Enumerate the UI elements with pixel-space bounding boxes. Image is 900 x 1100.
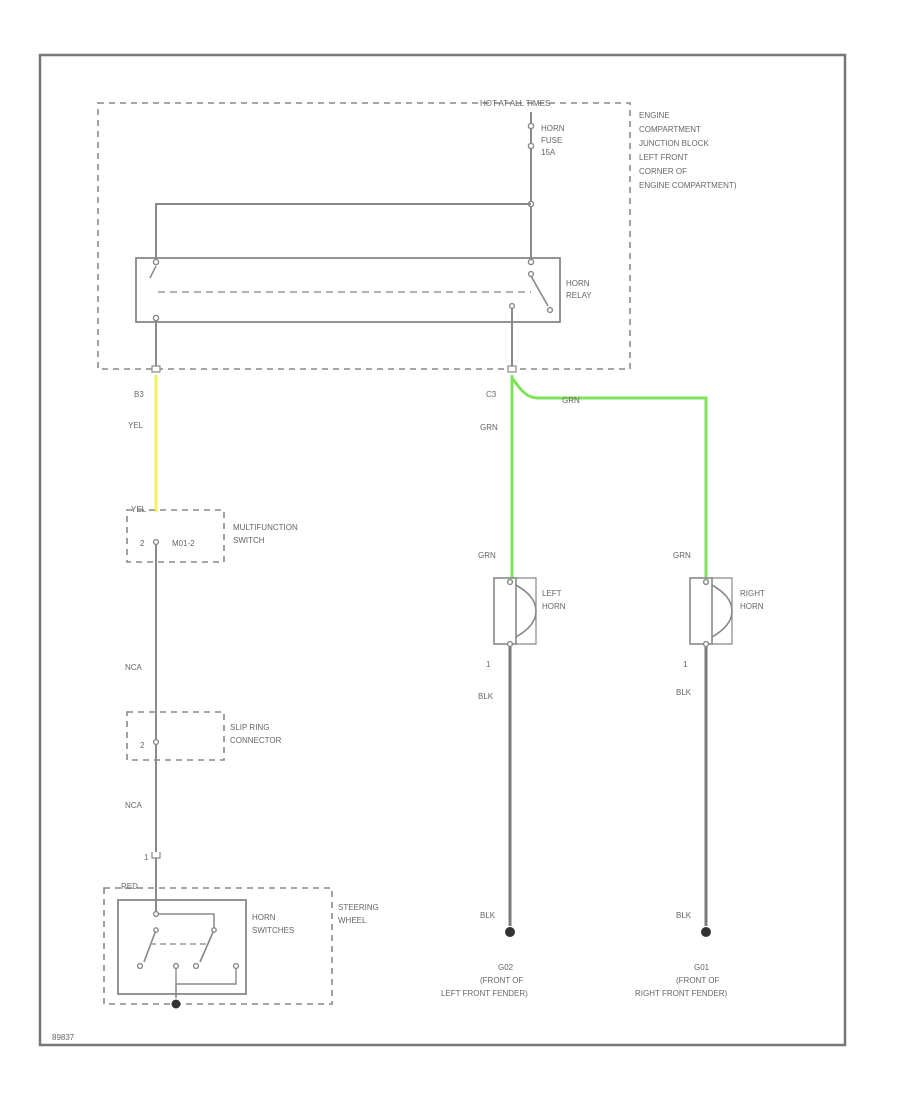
horn-relay-box <box>135 257 561 323</box>
right-horn-symbol <box>689 577 733 648</box>
grn-wire-right-horn <box>510 377 708 578</box>
ground-right-label-3: RIGHT FRONT FENDER) <box>635 989 727 998</box>
multifunction-switch-box <box>126 509 225 563</box>
right-horn-label-2: HORN <box>740 602 764 611</box>
ground-right-icon <box>701 927 711 937</box>
horn-relay-label-1: HORN <box>566 279 590 288</box>
hot-at-all-times-label: HOT AT ALL TIMES <box>480 99 550 108</box>
ejb-label-5: CORNER OF <box>639 167 687 176</box>
steering-wheel-label-2: WHEEL <box>338 916 367 925</box>
relay-coil-switch <box>149 265 157 279</box>
wire-grn-right-label: GRN <box>673 551 691 560</box>
relay-contact-point <box>546 306 554 314</box>
relay-terminal-1 <box>152 258 160 266</box>
junction-block-box <box>97 102 631 370</box>
wire-blk-right-1-label: BLK <box>676 688 692 697</box>
horn-relay-label-2: RELAY <box>566 291 592 300</box>
diagram-id-label: 89837 <box>52 1033 75 1042</box>
wire-grn-top-label: GRN <box>562 396 580 405</box>
wire-blk-left-1-label: BLK <box>478 692 494 701</box>
relay-terminal-2 <box>152 314 160 322</box>
ground-left-label-1: G02 <box>498 963 514 972</box>
ground-right-label-2: (FRONT OF <box>676 976 720 985</box>
right-horn-pin-label: 1 <box>683 660 688 669</box>
steering-pin-label: 1 <box>144 853 149 862</box>
relay-contact-pivot <box>527 270 535 278</box>
pin-b3-label: B3 <box>134 390 144 399</box>
diagram-frame <box>38 53 847 1047</box>
left-horn-symbol <box>493 577 537 648</box>
connector-c3 <box>507 365 517 373</box>
multifunction-switch-label-2: SWITCH <box>233 536 265 545</box>
ejb-label-4: LEFT FRONT <box>639 153 688 162</box>
left-horn-label-2: HORN <box>542 602 566 611</box>
ground-left-icon <box>505 927 515 937</box>
wire-grn-left-label: GRN <box>478 551 496 560</box>
steering-wheel-label-1: STEERING <box>338 903 379 912</box>
multifunction-switch-label-1: MULTIFUNCTION <box>233 523 298 532</box>
left-horn-label-1: LEFT <box>542 589 562 598</box>
wire-yel-label-1: YEL <box>128 421 144 430</box>
slip-ring-connector-label-1: SLIP RING <box>230 723 269 732</box>
wire-blk-right-2-label: BLK <box>676 911 692 920</box>
fuse-terminal-bottom <box>527 142 535 150</box>
steering-wheel-box <box>103 887 333 1005</box>
mfs-connector-label: M01-2 <box>172 539 195 548</box>
wire-grn-1-label: GRN <box>480 423 498 432</box>
mfs-terminal <box>152 538 160 546</box>
slip-ring-terminal <box>152 738 160 746</box>
steering-connector <box>151 852 161 859</box>
wire-nca-2-label: NCA <box>125 801 143 810</box>
steering-ground-icon <box>171 999 181 1009</box>
wire-yel-label-2: YEL <box>131 505 147 514</box>
wire-red-label: RED <box>121 882 138 891</box>
ejb-label-3: JUNCTION BLOCK <box>639 139 709 148</box>
relay-terminal-3 <box>527 258 535 266</box>
ground-left-label-2: (FRONT OF <box>480 976 524 985</box>
ejb-label-6: ENGINE COMPARTMENT) <box>639 181 737 190</box>
ejb-label-1: ENGINE <box>639 111 670 120</box>
slip-ring-pin-label: 2 <box>140 741 145 750</box>
mfs-pin-label: 2 <box>140 539 145 548</box>
ground-left-label-3: LEFT FRONT FENDER) <box>441 989 528 998</box>
relay-terminal-4 <box>508 302 516 310</box>
horn-fuse-label-3: 15A <box>541 148 556 157</box>
ejb-label-2: COMPARTMENT <box>639 125 701 134</box>
wire-nca-1-label: NCA <box>125 663 143 672</box>
horn-switch-contacts <box>136 910 240 998</box>
horn-fuse-label-2: FUSE <box>541 136 562 145</box>
relay-contact-arm <box>530 275 549 307</box>
relay-coil-feed-wire <box>155 203 531 262</box>
horn-switches-label-2: SWITCHES <box>252 926 294 935</box>
slip-ring-connector-box <box>126 711 225 761</box>
horn-switches-label-1: HORN <box>252 913 276 922</box>
connector-b3 <box>151 365 161 373</box>
fuse-terminal-top <box>527 122 535 130</box>
left-horn-pin-label: 1 <box>486 660 491 669</box>
wire-blk-left-2-label: BLK <box>480 911 496 920</box>
ground-right-label-1: G01 <box>694 963 710 972</box>
horn-fuse-label-1: HORN <box>541 124 565 133</box>
slip-ring-connector-label-2: CONNECTOR <box>230 736 282 745</box>
pin-c3-label: C3 <box>486 390 497 399</box>
horn-switches-box <box>117 899 247 995</box>
right-horn-label-1: RIGHT <box>740 589 765 598</box>
